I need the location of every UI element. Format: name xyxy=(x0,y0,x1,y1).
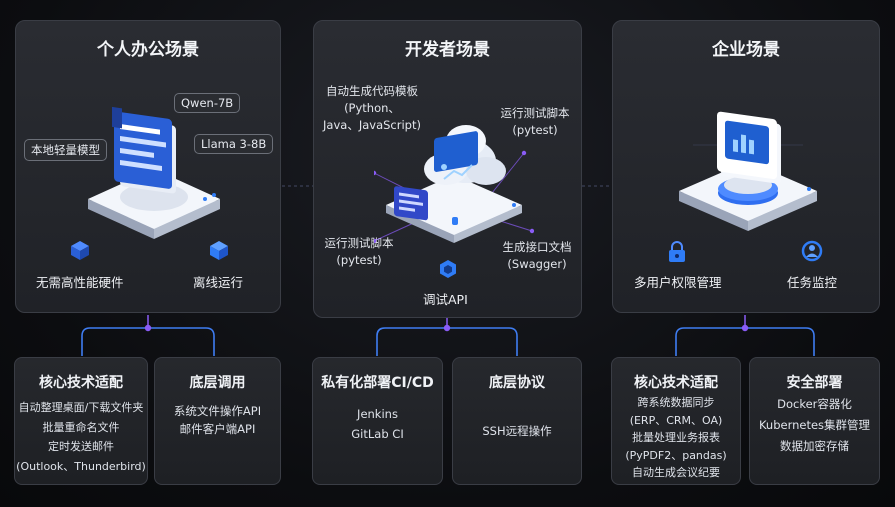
cloud-code-platform-illustration xyxy=(374,125,534,244)
box-line: 自动整理桌面/下载文件夹 xyxy=(18,401,144,414)
box-title: 核心技术适配 xyxy=(634,375,718,391)
box-line: 自动生成会议纪要 xyxy=(632,466,720,479)
task-monitor-icon xyxy=(801,240,823,262)
box-line: (Outlook、Thunderbird) xyxy=(16,459,146,473)
developer-panel: 开发者场景 自动生成代码模板 (Python、 Java、JavaScript)… xyxy=(313,20,582,318)
lock-icon xyxy=(669,241,685,262)
box-lines: SSH远程操作 xyxy=(453,422,581,440)
document-platform-illustration xyxy=(88,106,220,239)
panel-title: 个人办公场景 xyxy=(97,40,199,60)
hardware-cube-icon xyxy=(71,241,89,260)
personal-office-panel: 个人办公场景 本地轻量模型 Qwen-7B Llama 3-8B 无需高性能硬件… xyxy=(15,20,281,313)
box-line: 批量处理业务报表 xyxy=(632,431,720,444)
box-title: 私有化部署CI/CD xyxy=(321,375,434,391)
box-line: 定时发送邮件 xyxy=(48,440,114,453)
box-line: 数据加密存储 xyxy=(780,439,849,453)
api-debug-icon xyxy=(440,260,456,278)
personal-core-adaptation-box: 核心技术适配 自动整理桌面/下载文件夹 批量重命名文件 定时发送邮件 (Outl… xyxy=(14,357,148,485)
box-lines: Docker容器化 Kubernetes集群管理 数据加密存储 xyxy=(750,394,879,457)
box-lines: 自动整理桌面/下载文件夹 批量重命名文件 定时发送邮件 (Outlook、Thu… xyxy=(15,398,147,476)
box-lines: 跨系统数据同步 (ERP、CRM、OA) 批量处理业务报表 (PyPDF2、pa… xyxy=(612,394,740,482)
qwen-model-chip: Qwen-7B xyxy=(174,93,241,113)
multi-user-permission-label: 多用户权限管理 xyxy=(634,275,722,290)
enterprise-panel: 企业场景 多用户权限管理 任务监控 xyxy=(612,20,880,313)
box-line: Kubernetes集群管理 xyxy=(758,418,871,432)
dev-private-cicd-box: 私有化部署CI/CD Jenkins GitLab CI xyxy=(312,357,443,485)
box-line: 跨系统数据同步 xyxy=(637,396,715,409)
box-line: 邮件客户端API xyxy=(179,422,256,436)
box-line: Docker容器化 xyxy=(777,397,852,411)
box-line: GitLab CI xyxy=(351,427,404,441)
panel-title: 开发者场景 xyxy=(405,40,490,60)
personal-underlying-call-box: 底层调用 系统文件操作API 邮件客户端API xyxy=(154,357,281,485)
box-title: 底层调用 xyxy=(189,375,246,391)
no-high-performance-hardware-label: 无需高性能硬件 xyxy=(36,275,124,290)
enterprise-secure-deployment-box: 安全部署 Docker容器化 Kubernetes集群管理 数据加密存储 xyxy=(749,357,880,485)
box-title: 安全部署 xyxy=(786,375,843,391)
task-monitor-label: 任务监控 xyxy=(787,275,838,290)
box-title: 核心技术适配 xyxy=(39,375,123,391)
enterprise-core-adaptation-box: 核心技术适配 跨系统数据同步 (ERP、CRM、OA) 批量处理业务报表 (Py… xyxy=(611,357,741,485)
run-test-script-top-label: 运行测试脚本 (pytest) xyxy=(500,106,570,137)
box-line: 批量重命名文件 xyxy=(42,420,120,434)
monitor-platform-illustration xyxy=(679,111,817,231)
box-line: (ERP、CRM、OA) xyxy=(629,413,723,427)
code-template-label: 自动生成代码模板 (Python、 Java、JavaScript) xyxy=(323,84,421,132)
generate-api-docs-label: 生成接口文档 (Swagger) xyxy=(502,240,572,271)
box-line: 系统文件操作API xyxy=(173,404,262,418)
box-lines: 系统文件操作API 邮件客户端API xyxy=(155,402,280,438)
offline-run-label: 离线运行 xyxy=(193,275,244,290)
box-line: (PyPDF2、pandas) xyxy=(625,448,727,462)
offline-cube-icon xyxy=(210,241,228,260)
local-model-chip: 本地轻量模型 xyxy=(24,139,107,161)
panel-title: 企业场景 xyxy=(712,40,780,60)
dev-underlying-protocol-box: 底层协议 SSH远程操作 xyxy=(452,357,582,485)
box-line: SSH远程操作 xyxy=(482,424,552,438)
box-line: Jenkins xyxy=(357,407,398,421)
box-lines: Jenkins GitLab CI xyxy=(313,404,442,444)
llama-model-chip: Llama 3-8B xyxy=(194,134,274,154)
box-title: 底层协议 xyxy=(489,375,545,391)
debug-api-label: 调试API xyxy=(423,292,468,307)
